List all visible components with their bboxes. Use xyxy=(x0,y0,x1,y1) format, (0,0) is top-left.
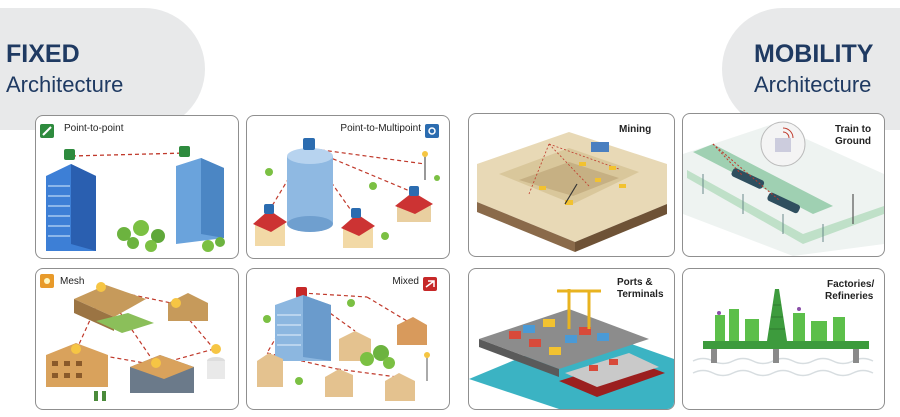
house-icon xyxy=(397,317,427,345)
point-to-multipoint-card: Point-to-Multipoint xyxy=(246,115,450,259)
antenna-icon xyxy=(303,138,315,150)
mining-label: Mining xyxy=(619,124,651,135)
mixed-card: Mixed xyxy=(246,268,450,410)
mixed-illustration xyxy=(247,269,449,409)
point-to-point-label: Point-to-point xyxy=(64,123,123,134)
train-to-ground-label-line2: Ground xyxy=(829,136,877,147)
point-to-multipoint-badge-icon xyxy=(425,124,439,138)
ports-terminals-card: Ports & Terminals xyxy=(468,268,675,410)
mobility-header-tab xyxy=(722,8,900,130)
mobility-title: MOBILITY xyxy=(754,42,873,67)
house-icon xyxy=(385,373,415,401)
mesh-label: Mesh xyxy=(60,276,84,287)
cylinder-tower-icon xyxy=(287,156,333,224)
factories-refineries-label-line1: Factories/ xyxy=(827,279,881,290)
mining-card: Mining xyxy=(468,113,675,257)
refinery-tower-icon xyxy=(767,289,787,341)
mining-illustration xyxy=(469,114,674,256)
antenna-icon xyxy=(179,146,190,157)
ports-terminals-label-line2: Terminals xyxy=(617,289,669,300)
mobility-subtitle: Architecture xyxy=(754,74,871,96)
point-to-multipoint-illustration xyxy=(247,116,449,258)
house-icon xyxy=(257,353,283,387)
fixed-subtitle: Architecture xyxy=(6,74,123,96)
factories-refineries-illustration xyxy=(683,269,884,409)
point-to-point-illustration xyxy=(36,116,238,258)
mesh-card: Mesh xyxy=(35,268,239,410)
factories-refineries-label-line2: Refineries xyxy=(825,291,881,302)
point-to-point-card: Point-to-point xyxy=(35,115,239,259)
refinery-platform-icon xyxy=(703,341,869,349)
train-to-ground-label-line1: Train to xyxy=(829,124,877,135)
point-to-multipoint-label: Point-to-Multipoint xyxy=(335,123,421,134)
factories-refineries-card: Factories/ Refineries xyxy=(682,268,885,410)
antenna-icon xyxy=(64,149,75,160)
train-to-ground-card: Train to Ground xyxy=(682,113,885,257)
mesh-illustration xyxy=(36,269,238,409)
fixed-header-tab xyxy=(0,8,205,130)
ports-terminals-label-line1: Ports & xyxy=(617,277,669,288)
mixed-label: Mixed xyxy=(387,276,419,287)
house-icon xyxy=(325,369,353,397)
container-icon xyxy=(591,142,609,152)
fixed-title: FIXED xyxy=(6,42,80,67)
